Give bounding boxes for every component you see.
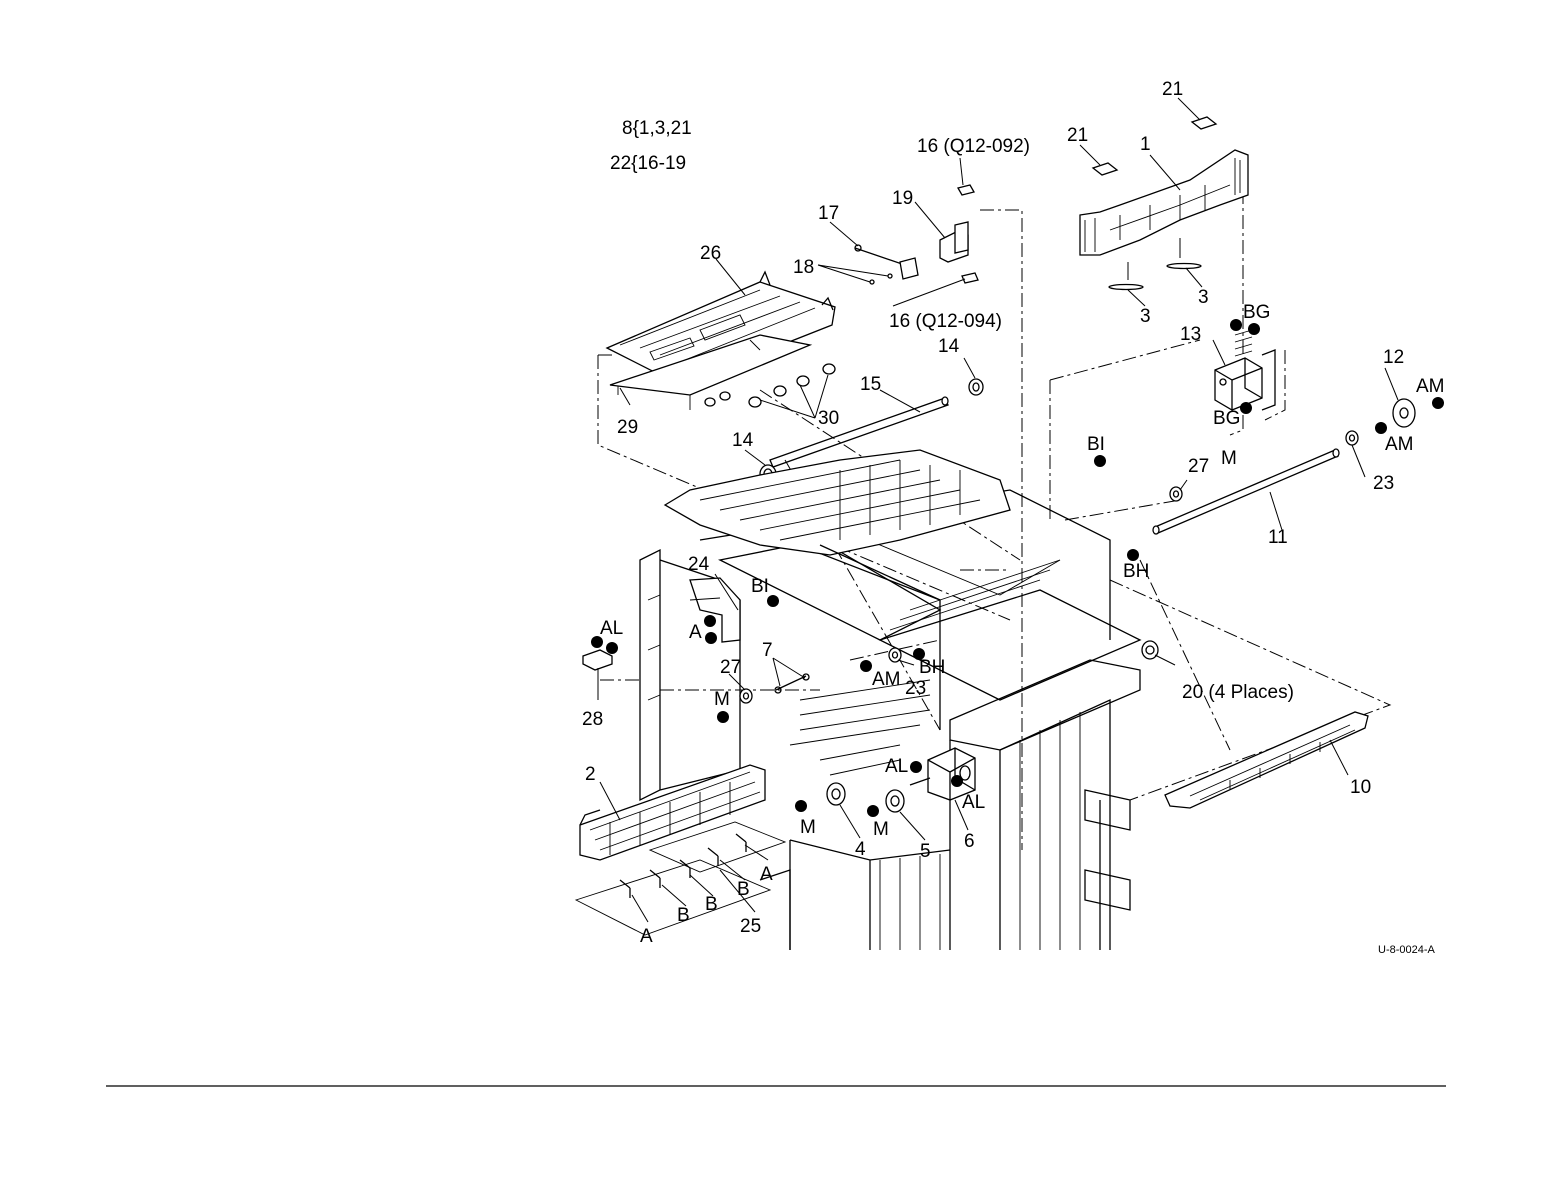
callout-29: 29	[617, 417, 638, 438]
figure-code: U-8-0024-A	[1378, 944, 1436, 956]
code-bi-left: BI	[751, 576, 769, 597]
code-b-right: B	[737, 879, 750, 900]
callout-16-q12-092: 16 (Q12-092)	[917, 136, 1030, 157]
callout-23-right: 23	[1373, 473, 1394, 494]
callout-24: 24	[688, 554, 710, 575]
part-13-motor	[1215, 330, 1275, 410]
callout-1: 1	[1140, 134, 1151, 155]
callout-10: 10	[1350, 777, 1371, 798]
part-10-rail	[1165, 712, 1368, 808]
code-m-right: M	[1221, 448, 1237, 469]
callout-4: 4	[855, 839, 866, 860]
callout-30: 30	[818, 408, 839, 429]
code-am-center: AM	[872, 669, 901, 690]
callout-19: 19	[892, 188, 913, 209]
callout-14-left: 14	[732, 430, 754, 451]
callout-13: 13	[1180, 324, 1201, 345]
part-16-19-sensor-bracket	[855, 185, 978, 284]
part-28-latch	[583, 650, 612, 670]
callout-20-4-places: 20 (4 Places)	[1182, 682, 1294, 703]
part-20-bumper	[1142, 641, 1158, 659]
code-b-center: B	[705, 894, 718, 915]
part-21-pads	[1093, 117, 1216, 175]
kit-note-22: 22{16-19	[610, 153, 686, 174]
callout-14-top: 14	[938, 336, 960, 357]
callout-18: 18	[793, 257, 814, 278]
code-a-left: A	[689, 622, 702, 643]
callout-6: 6	[964, 831, 975, 852]
callout-2: 2	[585, 764, 596, 785]
code-am-shaft: AM	[1385, 434, 1414, 455]
callout-21-top: 21	[1162, 79, 1183, 100]
code-m-left: M	[714, 689, 730, 710]
code-bh-right: BH	[1123, 561, 1149, 582]
callout-16-q12-094: 16 (Q12-094)	[889, 311, 1002, 332]
code-al-right: AL	[962, 792, 985, 813]
callout-11: 11	[1268, 527, 1288, 548]
callout-7: 7	[762, 640, 773, 661]
callout-17: 17	[818, 203, 839, 224]
kit-note-8: 8{1,3,21	[622, 118, 692, 139]
code-al-center: AL	[885, 756, 908, 777]
part-12-pulley	[1393, 399, 1415, 427]
code-am-pulley: AM	[1416, 376, 1445, 397]
callout-21: 21	[1067, 125, 1088, 146]
callout-3-left: 3	[1140, 306, 1151, 327]
callout-26: 26	[700, 243, 721, 264]
part-4-5-rollers	[827, 783, 904, 812]
callout-27-right: 27	[1188, 456, 1209, 477]
callout-15: 15	[860, 374, 881, 395]
code-m-bottom-left: M	[800, 817, 816, 838]
code-a-bottom: A	[640, 926, 653, 947]
callout-27-left: 27	[720, 657, 741, 678]
code-bi-right: BI	[1087, 434, 1105, 455]
callout-28: 28	[582, 709, 603, 730]
callout-3-right: 3	[1198, 287, 1209, 308]
code-m-bottom: M	[873, 819, 889, 840]
code-a-right: A	[760, 864, 773, 885]
code-bg-bottom: BG	[1213, 408, 1240, 429]
callout-25: 25	[740, 916, 761, 937]
code-bh-center: BH	[919, 657, 945, 678]
callout-12: 12	[1383, 347, 1404, 368]
main-frame	[640, 490, 1140, 950]
code-b-left: B	[677, 905, 690, 926]
code-al-left: AL	[600, 618, 623, 639]
part-2-guide-assembly	[580, 765, 765, 860]
callout-23-left: 23	[905, 678, 926, 699]
callout-5: 5	[920, 841, 931, 862]
code-bg-top: BG	[1243, 302, 1270, 323]
